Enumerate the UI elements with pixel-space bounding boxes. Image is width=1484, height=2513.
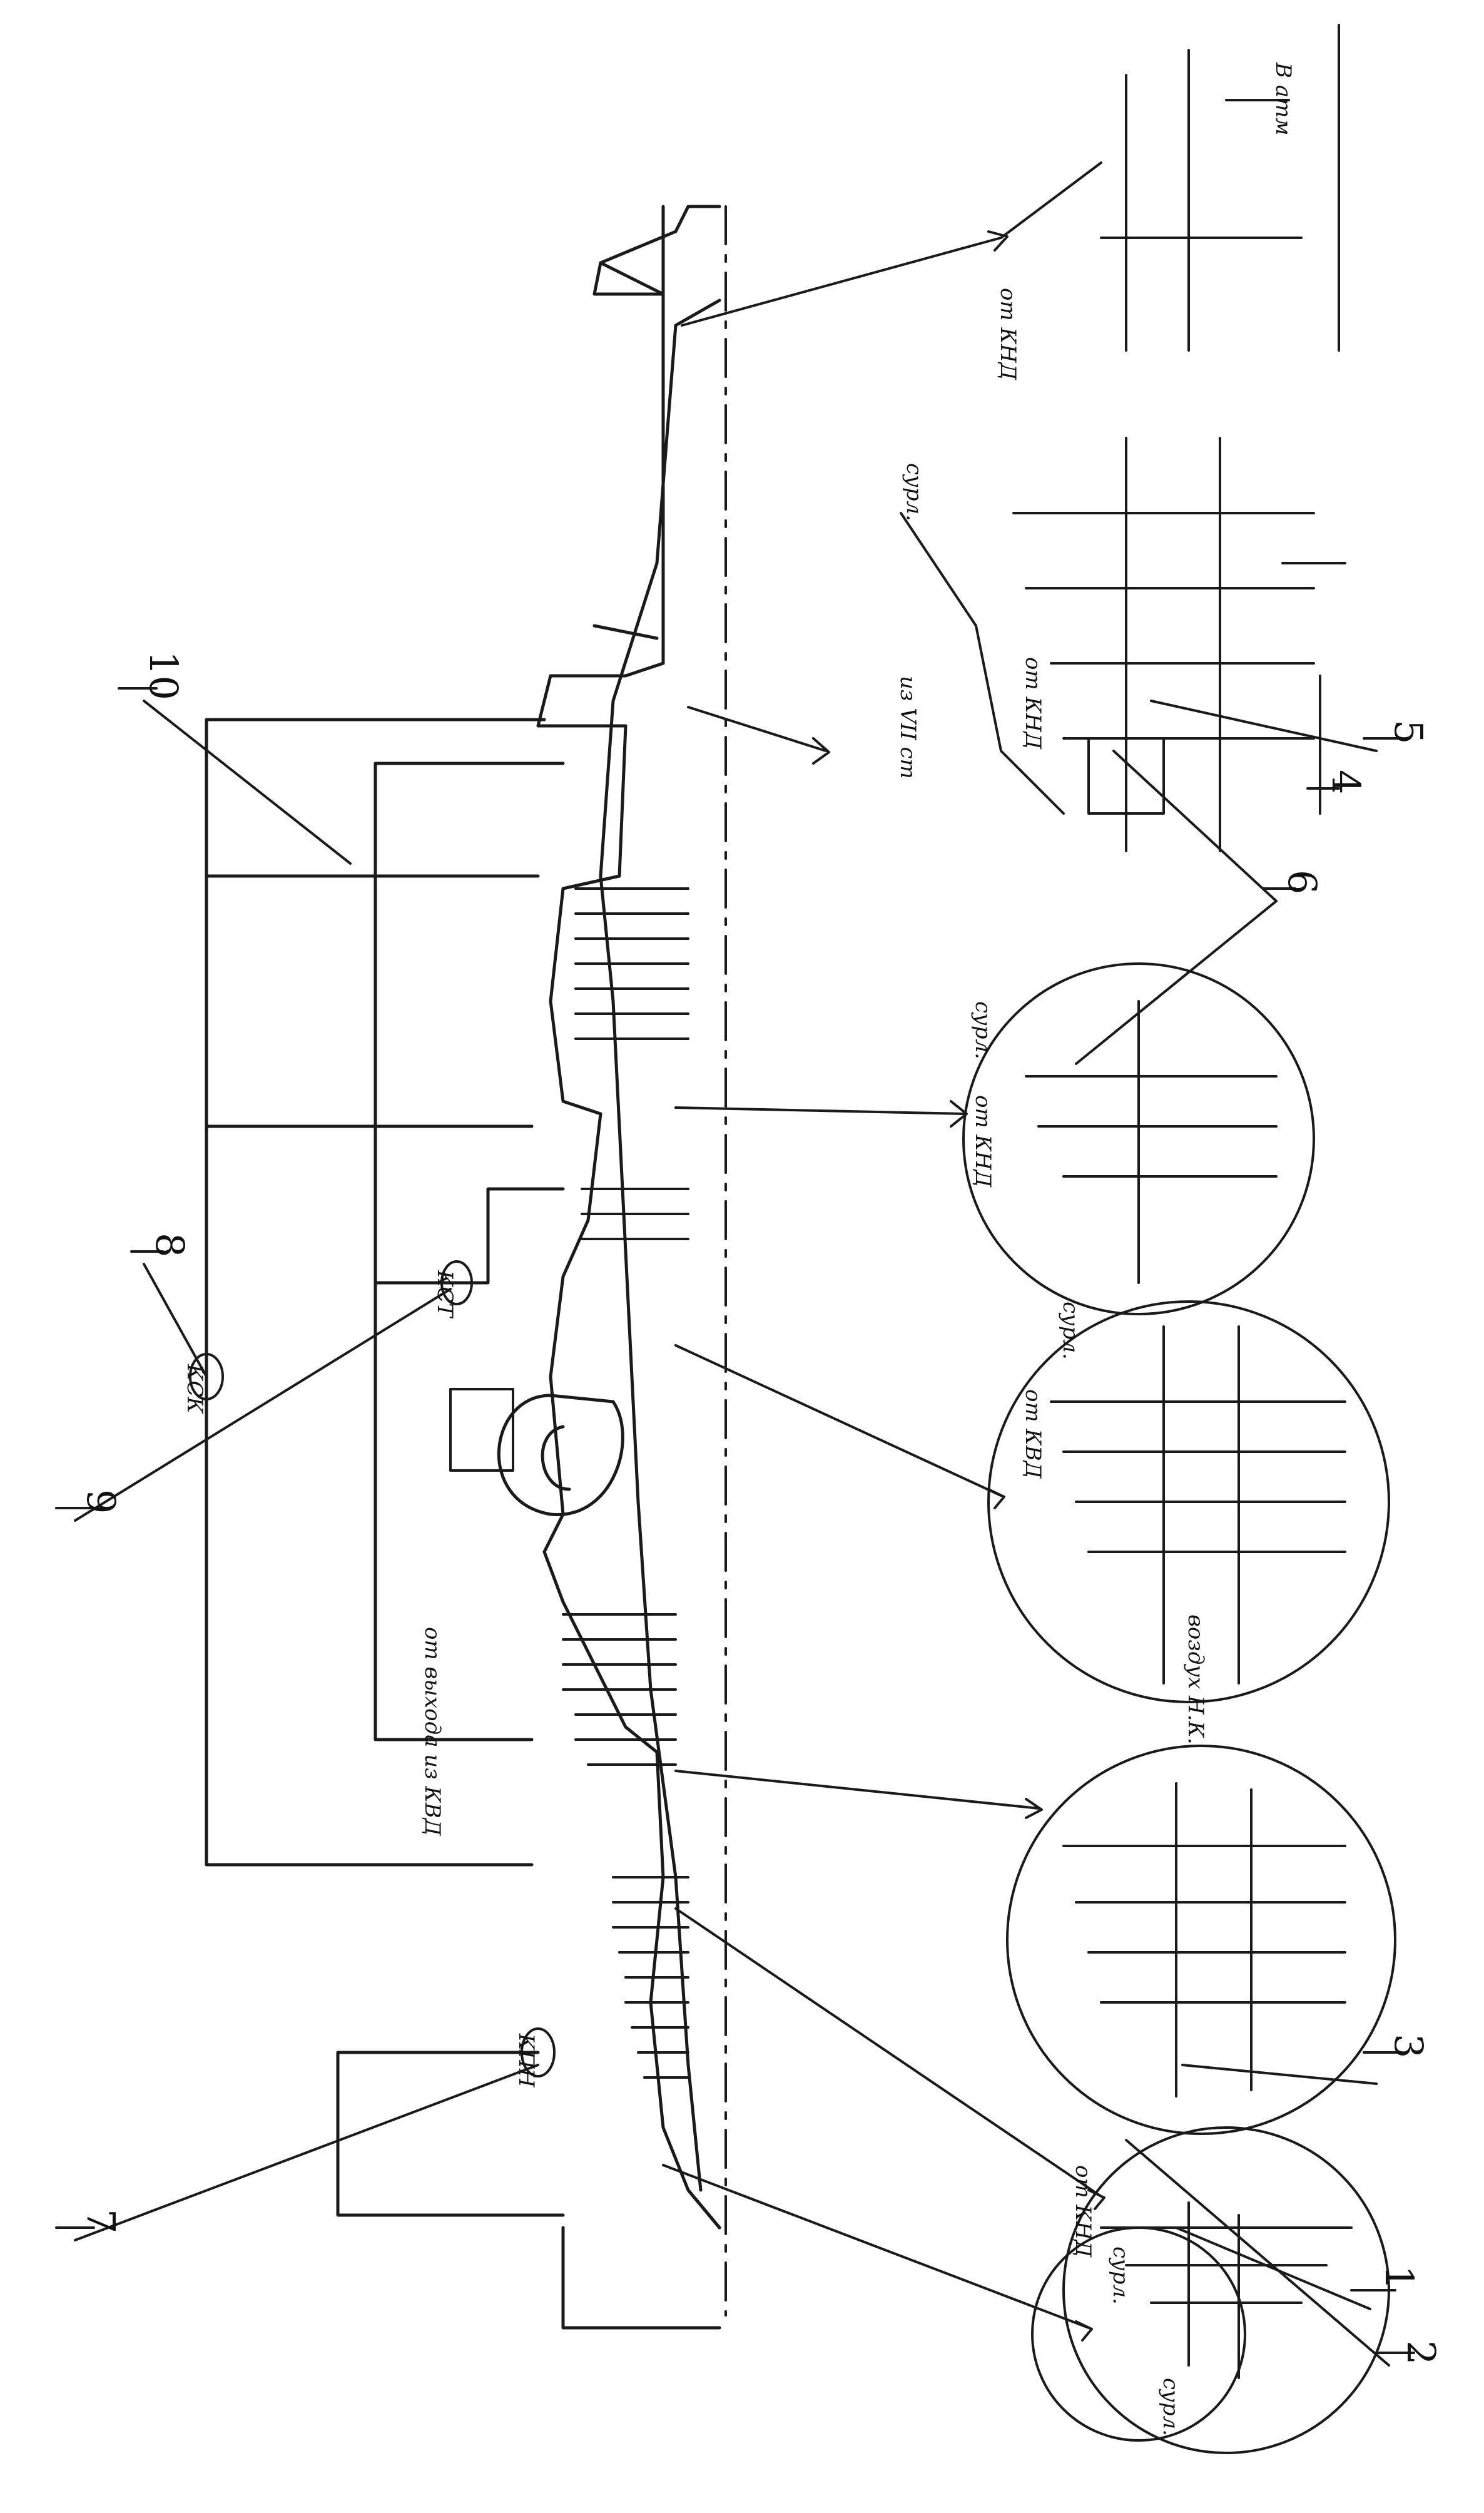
label-from-knd-a: от КНД [995, 288, 1020, 380]
callout-5: 5 [1386, 720, 1431, 744]
leader-7 [74, 2064, 539, 2241]
leader-9 [74, 1288, 452, 1522]
valve-kst [440, 1260, 473, 1305]
callout-6: 6 [1279, 870, 1325, 894]
detail-d-sketch [1025, 1000, 1278, 1284]
detail-view-b [1006, 1745, 1396, 2135]
label-ksk: КСК [182, 1364, 207, 1414]
label-kpn: КПН [514, 2033, 539, 2088]
label-from-knd-c: от КНД [970, 1095, 995, 1188]
arrow-detail-upper [687, 706, 830, 765]
label-air-nk: воздух Н.К. [1183, 1614, 1208, 1745]
label-sufl-a: сурл. [902, 463, 927, 521]
label-from-knd-b: от КНД [1020, 657, 1045, 750]
label-from-kvd: от КВД [1020, 1389, 1045, 1479]
pipe-middle [374, 762, 565, 1741]
callout-bars [55, 687, 1415, 2354]
combustor-mount [449, 1388, 514, 1472]
label-from-kvd-exit: от выхода из КВД [420, 1627, 445, 1837]
leader-2 [1125, 2139, 1390, 2367]
detail-view-d [962, 962, 1315, 1315]
pipe-middle-branch [374, 1187, 565, 1285]
arrow-detail-c [674, 1344, 1005, 1509]
arrow-detail-top [681, 230, 1009, 327]
pipe-lower [336, 2051, 565, 2217]
engine-section [449, 205, 727, 2330]
detail-b-sketch [1062, 1782, 1346, 2098]
label-from-vii-stage: из VII ст [895, 676, 920, 779]
leader-6 [1075, 750, 1278, 1065]
detail-c-sketch [1050, 1325, 1346, 1685]
callout-labels: 1 2 3 4 5 6 7 8 9 10 [78, 651, 1444, 2365]
callout-2: 2 [1398, 2340, 1444, 2365]
callout-4: 4 [1323, 770, 1369, 794]
callout-9: 9 [78, 1489, 124, 1514]
label-sufl-c: сурл. [1058, 1302, 1083, 1360]
valve-kpn [521, 2027, 556, 2077]
leader-8 [143, 1263, 208, 1378]
callout-10: 10 [141, 651, 186, 700]
inlet [561, 2188, 721, 2330]
annotations: КСК КСТ КПН от выхода из КВД В атм от КН… [182, 62, 1296, 2436]
leader-1 [1175, 2226, 1371, 2310]
leader-10 [143, 700, 352, 865]
leader-5 [1150, 700, 1378, 752]
arrow-detail-e [662, 2164, 1093, 2342]
compressor-blades [562, 1613, 689, 2079]
detail-top-sketch [1000, 24, 1340, 352]
detail-shaft [1087, 737, 1165, 815]
outer-casing [536, 205, 721, 2230]
label-kst: КСТ [432, 1270, 457, 1318]
arrow-detail-d [674, 1100, 968, 1128]
pipe-outer [205, 718, 546, 1867]
callout-8: 8 [147, 1233, 193, 1257]
arrow-detail-b [674, 1770, 1043, 1819]
turbine-blades [574, 887, 689, 1240]
callout-7: 7 [78, 2209, 124, 2233]
leader-lines [55, 230, 1415, 2367]
detail-view-c [987, 1300, 1390, 1703]
detail-views [900, 24, 1396, 2454]
valve-ksk [189, 1353, 224, 1400]
label-sufl-e: сурл. [1158, 2378, 1183, 2436]
detail-a-sketch [1100, 2201, 1353, 2379]
callout-1: 1 [1376, 2265, 1422, 2290]
arrow-detail-a [674, 1907, 1105, 2210]
callout-3: 3 [1386, 2034, 1431, 2058]
label-to-atm: В атм [1271, 62, 1296, 136]
label-sufl-b: сурл. [970, 1001, 995, 1059]
exhaust-cone [592, 205, 665, 640]
combustor [497, 1394, 624, 1516]
external-piping [189, 718, 565, 2217]
leader-3 [1181, 2064, 1378, 2085]
label-sufl-d: сурл. [1108, 2246, 1133, 2305]
label-from-knd-d: от КНД [1070, 2165, 1095, 2258]
detail-view-e [1031, 2226, 1246, 2442]
detail-upper-sketch [900, 437, 1346, 852]
